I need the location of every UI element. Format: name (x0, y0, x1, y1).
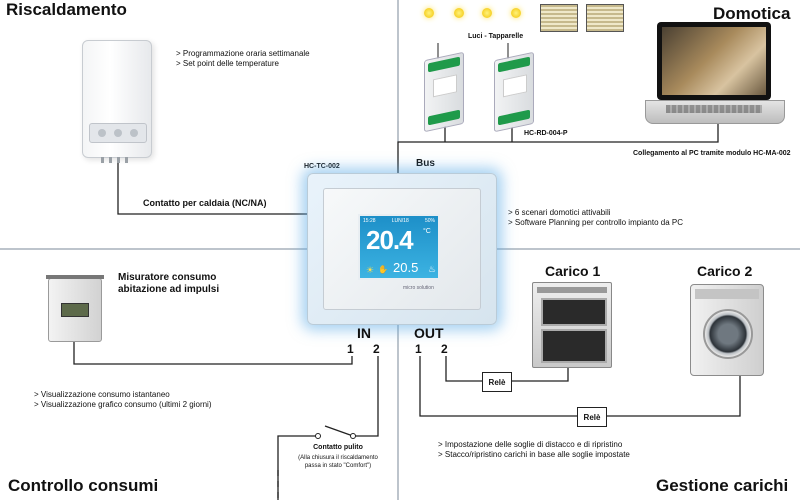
lights-shutters-label: Luci - Tapparelle (468, 33, 524, 40)
oven-icon (532, 282, 612, 368)
consumption-feature: Visualizzazione consumo istantaneo (34, 390, 212, 400)
shutter-icon (540, 4, 578, 32)
out-terminal: 1 (415, 342, 422, 356)
title-consumption: Controllo consumi (8, 476, 159, 495)
heating-feature: Set point delle temperature (176, 59, 310, 69)
in-terminal: 1 (347, 342, 354, 356)
out-terminal: 2 (441, 342, 448, 356)
load-feature: Stacco/ripristino carichi in base alle s… (438, 450, 630, 460)
thermostat-code: HC-TC-002 (304, 163, 340, 170)
load-features: Impostazione delle soglie di distacco e … (438, 440, 630, 460)
load2-label: Carico 2 (697, 263, 753, 279)
module-code: HC-RD-004-P (524, 130, 568, 137)
screen-humidity: 50% (424, 218, 435, 224)
lamp-icon (511, 8, 521, 18)
meter-label: Misuratore consumo abitazione ad impulsi (118, 272, 219, 296)
switch-contact-b (315, 433, 321, 439)
laptop-icon (657, 22, 771, 100)
din-module-icon (494, 51, 534, 133)
screen-time: 15:28 (363, 218, 376, 224)
screen-unit: °C (423, 228, 431, 235)
consumption-feature: Visualizzazione grafico consumo (ultimi … (34, 400, 212, 410)
consumption-features: Visualizzazione consumo istantaneo Visua… (34, 390, 212, 410)
domotica-feature: 6 scenari domotici attivabili (508, 208, 683, 218)
boiler-icon (82, 40, 152, 163)
domotica-feature: Software Planning per controllo impianto… (508, 218, 683, 228)
clean-contact-note-line: passa in stato "Comfort") (304, 463, 372, 469)
heating-features: Programmazione oraria settimanale Set po… (176, 49, 310, 69)
sun-icon: ☀ (366, 265, 375, 275)
thermostat-screen: 15:28 LUN/18 50% 20.4 °C ☀ ✋ 20.5 ♨ (358, 214, 440, 280)
brand-label: micro solution (403, 285, 434, 291)
lamp-icon (454, 8, 464, 18)
washing-machine-icon (690, 284, 764, 376)
screen-setpoint: 20.5 (393, 260, 419, 275)
shutter-icon (586, 4, 624, 32)
relay-box: Relè (577, 407, 607, 427)
wire-bus (397, 122, 719, 173)
screen-temperature: 20.4 (366, 225, 414, 255)
wire-relay1 (510, 366, 569, 382)
out-label: OUT (414, 325, 444, 341)
wire-relay2 (605, 374, 741, 417)
lamp-icon (424, 8, 434, 18)
pc-connection-label: Collegamento al PC tramite modulo HC-MA-… (633, 150, 791, 157)
boiler-contact-label: Contatto per caldaia (NC/NA) (143, 198, 267, 208)
in-label: IN (357, 325, 371, 341)
switch-contact-a (350, 433, 356, 439)
wire-boiler (117, 156, 308, 215)
wire-out1 (419, 356, 577, 417)
lamp-icon (482, 8, 492, 18)
wire-in2 (353, 356, 379, 437)
energy-meter-icon (46, 275, 104, 342)
in-terminal: 2 (373, 342, 380, 356)
bus-label: Bus (416, 158, 435, 169)
screen-day: LUN/18 (391, 218, 409, 224)
load1-label: Carico 1 (545, 263, 601, 279)
clean-contact-note: (Alla chiusura il riscaldamento passa in… (288, 454, 388, 470)
load-feature: Impostazione delle soglie di distacco e … (438, 440, 630, 450)
wire-out2 (445, 356, 482, 382)
wire-meter (73, 340, 353, 365)
domotica-features: 6 scenari domotici attivabili Software P… (508, 208, 683, 228)
title-home-automation: Domotica (713, 4, 791, 23)
clean-contact-note-line: (Alla chiusura il riscaldamento (298, 455, 378, 461)
hand-icon: ✋ (378, 265, 388, 274)
relay-box: Relè (482, 372, 512, 392)
wire-contact (277, 435, 318, 500)
heating-icon: ♨ (428, 264, 437, 274)
din-module-icon (424, 51, 464, 133)
heating-feature: Programmazione oraria settimanale (176, 49, 310, 59)
switch-blade (324, 425, 354, 437)
laptop-base (645, 100, 785, 124)
clean-contact-title: Contatto pulito (313, 444, 363, 451)
title-heating: Riscaldamento (6, 0, 127, 19)
meter-label-line: Misuratore consumo (118, 272, 217, 283)
meter-label-line: abitazione ad impulsi (118, 284, 220, 295)
title-load-management: Gestione carichi (656, 476, 789, 495)
